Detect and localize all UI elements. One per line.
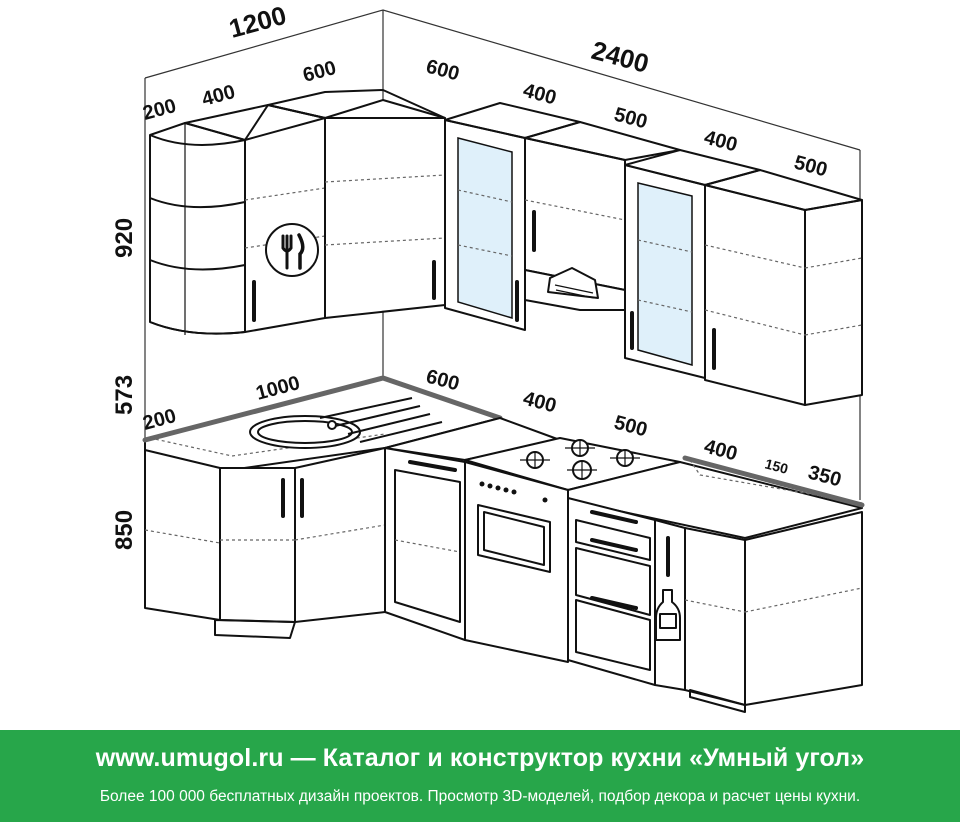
dim-lower-right-150: 150 xyxy=(763,455,790,477)
dim-lower-right-500: 500 xyxy=(612,412,650,442)
dim-lower-right-350: 350 xyxy=(806,462,844,492)
lower-cabinets xyxy=(144,447,863,713)
banner-headline[interactable]: www.umugol.ru — Каталог и конструктор ку… xyxy=(95,744,865,772)
dim-upper-left-200: 200 xyxy=(141,95,179,125)
dim-upper-right-400b: 400 xyxy=(702,127,740,157)
upper-cabinets xyxy=(149,89,863,406)
dim-upper-right-400a: 400 xyxy=(521,80,559,110)
lower-corner-cabinet-left xyxy=(144,447,386,639)
dim-height-lower: 850 xyxy=(111,510,138,550)
dim-height-upper: 920 xyxy=(111,218,138,258)
sink-icon xyxy=(249,397,443,449)
oven xyxy=(464,461,569,663)
footer-banner: www.umugol.ru — Каталог и конструктор ку… xyxy=(0,730,960,822)
cutlery-icon xyxy=(265,223,319,277)
oven-knobs-icon xyxy=(479,481,548,503)
dim-upper-right-600: 600 xyxy=(424,56,462,86)
dim-lower-right-400a: 400 xyxy=(521,388,559,418)
bottle-icon xyxy=(655,589,681,641)
lower-cabinet-dishwasher xyxy=(384,447,466,641)
dim-height-gap: 573 xyxy=(111,375,138,415)
countertops xyxy=(142,375,865,539)
lower-bottle-rack xyxy=(654,519,692,691)
dim-upper-right-500a: 500 xyxy=(612,104,650,134)
kitchen-drawing: 1200 2400 200 400 600 600 400 500 400 50… xyxy=(111,0,865,713)
upper-cabinet-emblem xyxy=(184,104,326,333)
upper-cabinet-right xyxy=(704,169,863,406)
dim-upper-left-400: 400 xyxy=(200,81,238,111)
upper-cabinet-hood xyxy=(524,121,681,311)
upper-open-shelves xyxy=(149,122,246,335)
dim-lower-right-400b: 400 xyxy=(702,436,740,466)
banner-subline: Более 100 000 бесплатных дизайн проектов… xyxy=(99,788,861,805)
dim-upper-total-left: 1200 xyxy=(226,0,290,44)
upper-corner-cabinet xyxy=(267,89,446,319)
lower-corner-cabinet-right xyxy=(684,511,863,713)
upper-glass-cabinet-1 xyxy=(444,102,581,331)
cooktop-icon xyxy=(520,439,640,480)
dim-lower-right-600: 600 xyxy=(424,366,462,396)
hood-icon xyxy=(547,267,599,299)
dim-upper-corner-600: 600 xyxy=(301,57,339,87)
lower-drawer-unit xyxy=(567,497,656,686)
upper-glass-cabinet-2 xyxy=(624,149,761,379)
dim-upper-right-500b: 500 xyxy=(792,152,830,182)
dim-upper-total-right: 2400 xyxy=(588,35,652,79)
